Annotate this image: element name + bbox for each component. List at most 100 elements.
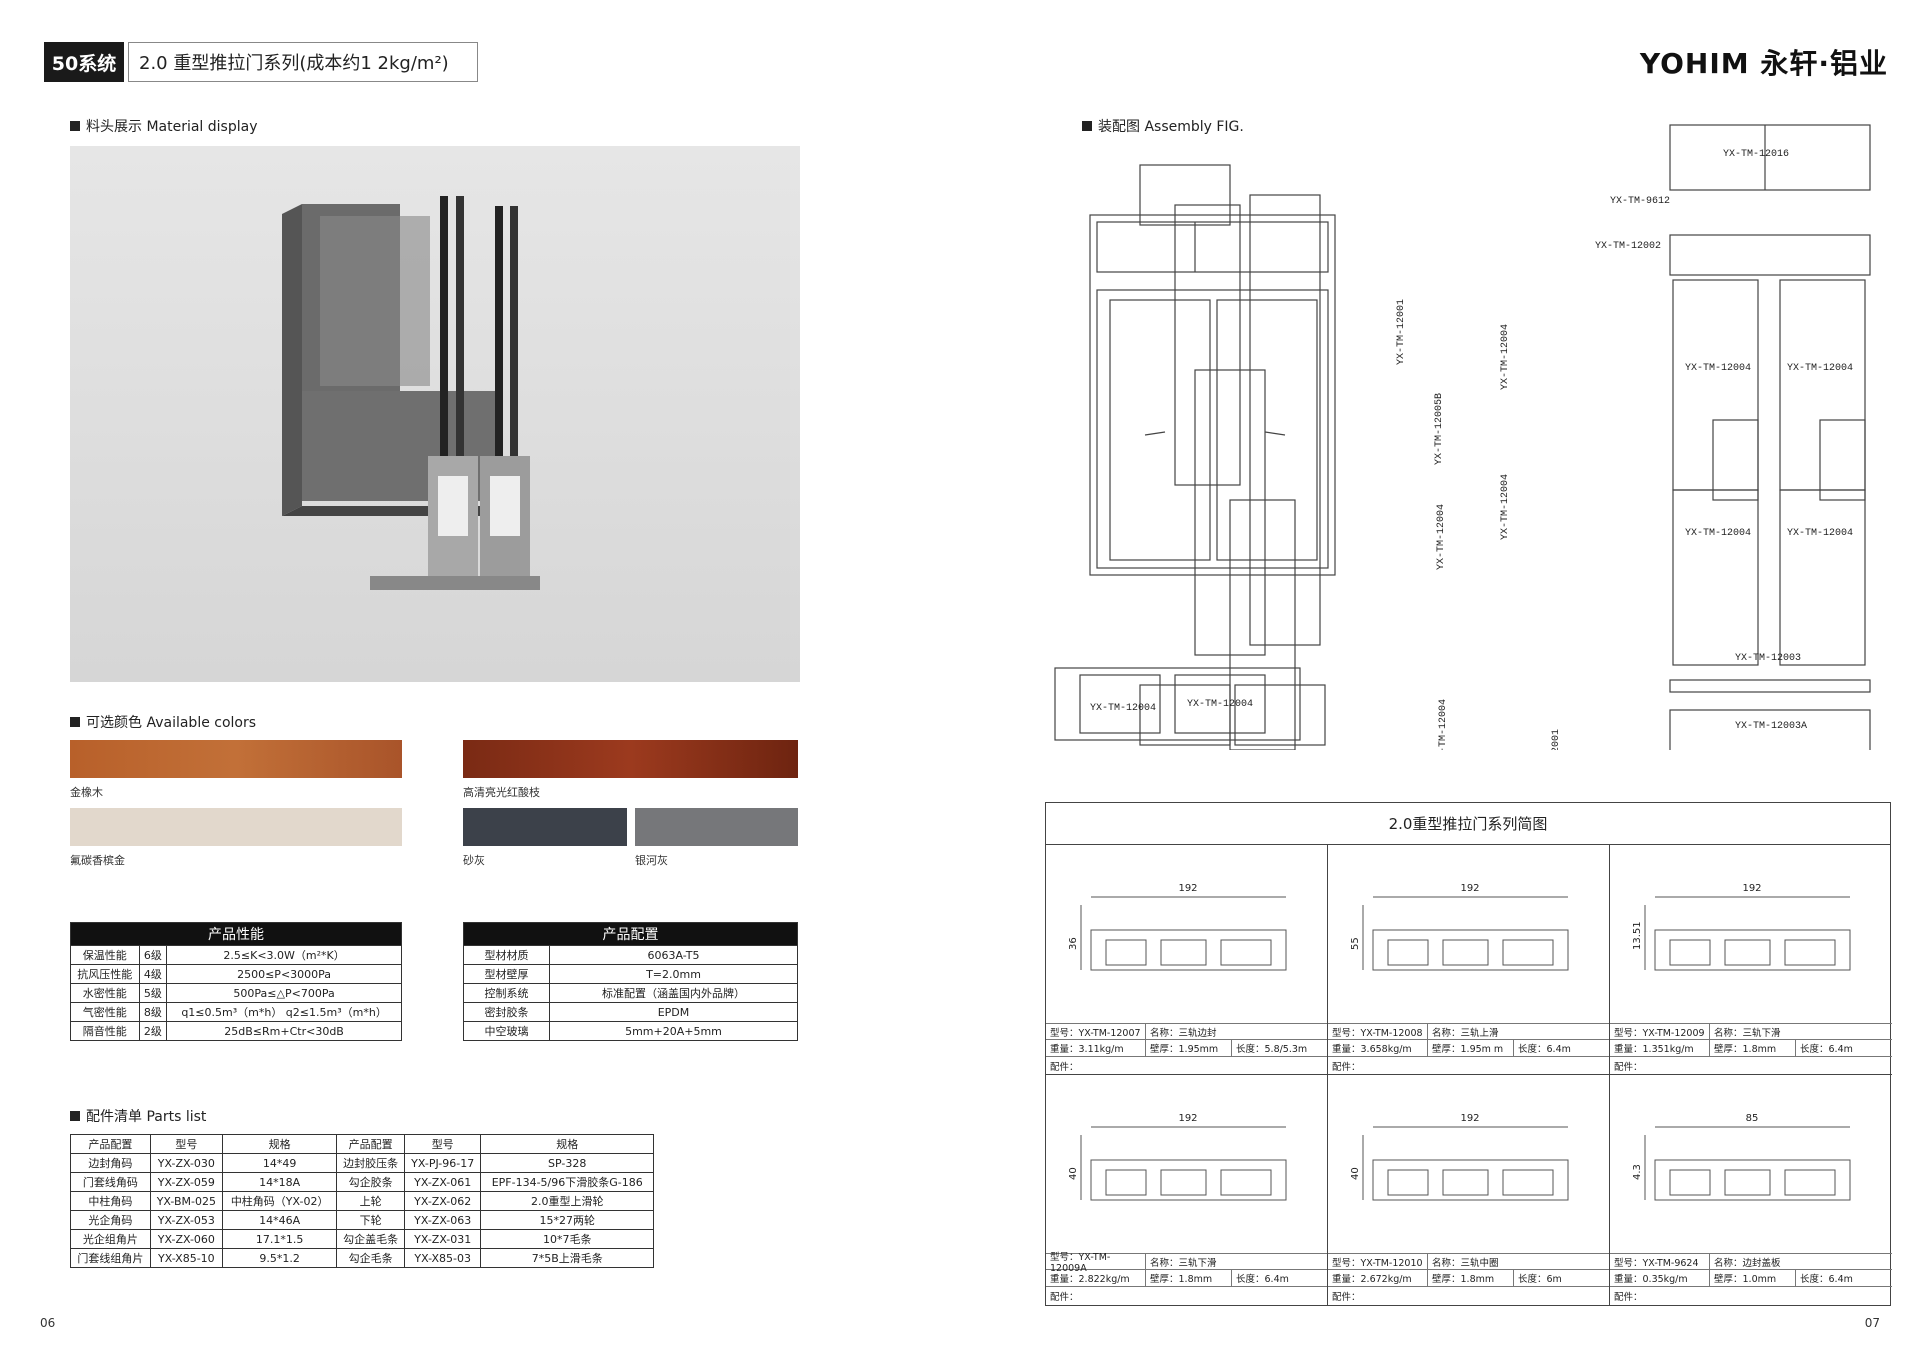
section-parts: 配件清单 Parts list bbox=[70, 1106, 206, 1126]
brand-logo: YOHIM 永轩·铝业 bbox=[1639, 47, 1888, 80]
svg-text:YX-TM-12001: YX-TM-12001 bbox=[1551, 729, 1562, 750]
page-number-left: 06 bbox=[40, 1316, 56, 1330]
wall-label: 壁厚：1.0mm bbox=[1710, 1270, 1796, 1286]
name-label: 名称：三轨边封 bbox=[1150, 1027, 1217, 1039]
table-row: 控制系统标准配置（涵盖国内外品牌） bbox=[463, 983, 798, 1003]
bullet-icon bbox=[70, 121, 80, 131]
svg-text:YX-TM-12003A: YX-TM-12003A bbox=[1735, 721, 1807, 732]
assembly-drawing: YX-TM-12016 YX-TM-9612 YX-TM-12002 YX-TM… bbox=[1054, 124, 1871, 750]
svg-text:YX-TM-12004: YX-TM-12004 bbox=[1187, 699, 1253, 710]
section-material: 料头展示 Material display bbox=[70, 116, 258, 136]
model-label: 型号：YX-TM-12007 bbox=[1046, 1024, 1146, 1039]
dimension-height: 55 bbox=[1350, 937, 1361, 950]
weight-label: 重量：1.351kg/m bbox=[1610, 1040, 1710, 1056]
svg-text:YX-TM-9612: YX-TM-9612 bbox=[1610, 196, 1670, 207]
weight-label: 重量：3.658kg/m bbox=[1328, 1040, 1428, 1056]
name-label: 名称：边封盖板 bbox=[1714, 1257, 1781, 1269]
name-label: 名称：三轨中圈 bbox=[1432, 1257, 1499, 1269]
dimension-width: 85 bbox=[1746, 1113, 1759, 1124]
wall-label: 壁厚：1.8mm bbox=[1428, 1270, 1514, 1286]
dimension-height: 13.51 bbox=[1632, 921, 1643, 950]
model-label: 型号：YX-TM-12009 bbox=[1610, 1024, 1710, 1039]
model-label: 型号：YX-TM-9624 bbox=[1610, 1254, 1710, 1269]
section-assembly: 装配图 Assembly FIG. bbox=[1082, 116, 1244, 136]
color-swatch-redwood bbox=[463, 740, 798, 778]
wall-label: 壁厚：1.8mm bbox=[1710, 1040, 1796, 1056]
dimension-width: 192 bbox=[1460, 883, 1479, 894]
color-label: 高清亮光红酸枝 bbox=[463, 786, 540, 799]
page-title: 2.0 重型推拉门系列(成本约1 2kg/m²) bbox=[128, 42, 478, 82]
color-label: 砂灰 bbox=[463, 854, 485, 867]
label-12016: YX-TM-12016 bbox=[1723, 149, 1789, 160]
wall-label: 壁厚：1.95m m bbox=[1428, 1040, 1514, 1056]
svg-text:YX-TM-12004: YX-TM-12004 bbox=[1787, 528, 1853, 539]
svg-text:YX-TM-12002: YX-TM-12002 bbox=[1595, 241, 1661, 252]
length-label: 长度：6m bbox=[1518, 1274, 1562, 1285]
color-label: 金橡木 bbox=[70, 786, 103, 799]
svg-text:YX-TM-12004: YX-TM-12004 bbox=[1685, 363, 1751, 374]
svg-text:YX-TM-12004: YX-TM-12004 bbox=[1090, 703, 1156, 714]
length-label: 长度：6.4m bbox=[1800, 1274, 1853, 1285]
dimension-width: 192 bbox=[1460, 1113, 1479, 1124]
name-label: 名称：三轨上滑 bbox=[1432, 1027, 1499, 1039]
model-label: 型号：YX-TM-12010 bbox=[1328, 1254, 1428, 1269]
name-label: 名称：三轨下滑 bbox=[1150, 1257, 1217, 1269]
wall-label: 壁厚：1.8mm bbox=[1146, 1270, 1232, 1286]
accessory-label: 配件： bbox=[1332, 1061, 1361, 1073]
accessory-label: 配件： bbox=[1050, 1061, 1079, 1073]
dimension-height: 40 bbox=[1068, 1167, 1079, 1180]
color-swatch-galaxy-grey bbox=[635, 808, 798, 846]
weight-label: 重量：2.822kg/m bbox=[1046, 1270, 1146, 1286]
dimension-width: 192 bbox=[1742, 883, 1761, 894]
color-label: 银河灰 bbox=[635, 854, 668, 867]
weight-label: 重量：2.672kg/m bbox=[1328, 1270, 1428, 1286]
diagram-title: 2.0重型推拉门系列简图 bbox=[1046, 803, 1890, 845]
length-label: 长度：6.4m bbox=[1236, 1274, 1289, 1285]
accessory-label: 配件： bbox=[1050, 1291, 1079, 1303]
length-label: 长度：6.4m bbox=[1800, 1044, 1853, 1055]
profile-cell: 192 13.51 型号：YX-TM-12009 名称：三轨下滑重量：1.351kg/… bbox=[1610, 845, 1892, 1075]
dimension-width: 192 bbox=[1178, 883, 1197, 894]
svg-text:YX-TM-12004: YX-TM-12004 bbox=[1500, 324, 1511, 390]
svg-text:YX-TM-12004: YX-TM-12004 bbox=[1436, 504, 1447, 570]
dimension-height: 4.3 bbox=[1632, 1164, 1643, 1180]
svg-text:YX-TM-12003: YX-TM-12003 bbox=[1735, 653, 1801, 664]
name-label: 名称：三轨下滑 bbox=[1714, 1027, 1781, 1039]
bullet-icon bbox=[70, 1111, 80, 1121]
wall-label: 壁厚：1.95mm bbox=[1146, 1040, 1232, 1056]
length-label: 长度：6.4m bbox=[1518, 1044, 1571, 1055]
section-colors: 可选颜色 Available colors bbox=[70, 712, 256, 732]
accessory-label: 配件： bbox=[1614, 1291, 1643, 1303]
svg-text:YX-TM-12004: YX-TM-12004 bbox=[1438, 699, 1449, 750]
svg-text:YX-TM-12001: YX-TM-12001 bbox=[1396, 299, 1407, 365]
page-number-right: 07 bbox=[1864, 1316, 1880, 1330]
svg-text:YX-TM-12004: YX-TM-12004 bbox=[1685, 528, 1751, 539]
color-swatch-sand-grey bbox=[463, 808, 627, 846]
bullet-icon bbox=[70, 717, 80, 727]
material-photo bbox=[70, 146, 800, 682]
accessory-label: 配件： bbox=[1614, 1061, 1643, 1073]
